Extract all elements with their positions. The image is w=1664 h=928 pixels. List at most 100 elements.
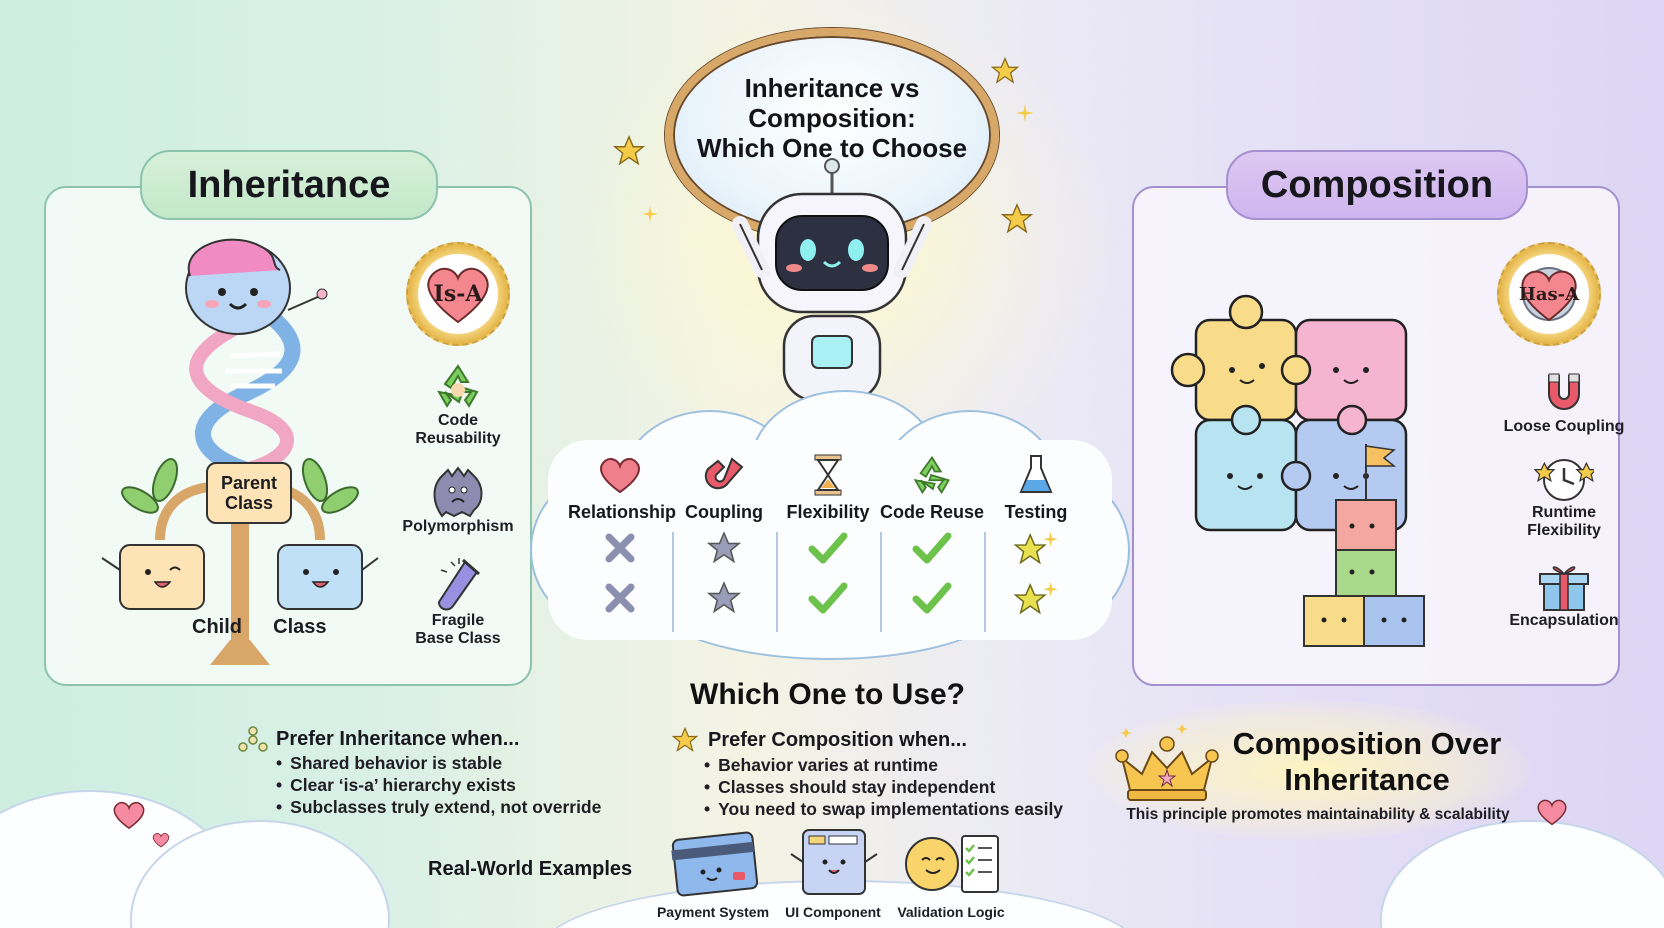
- compare-col-coupling: Coupling: [672, 450, 776, 632]
- hierarchy-icon: [238, 726, 268, 752]
- prefer-composition-item: Behavior varies at runtime: [704, 754, 1063, 776]
- compare-header: Relationship: [568, 502, 677, 522]
- real-world-examples-label: Real-World Examples: [428, 858, 633, 880]
- heart-icon: [600, 458, 640, 494]
- prefer-composition-section: Prefer Composition when... Behavior vari…: [670, 726, 1063, 820]
- hourglass-icon: [814, 454, 842, 496]
- child-class-label: Child Class: [192, 616, 327, 639]
- dna-helix-mascot-icon: [185, 238, 328, 476]
- gift-box-icon: [1539, 566, 1589, 611]
- prefer-inheritance-item: Shared behavior is stable: [276, 752, 601, 774]
- compare-header: Flexibility: [786, 502, 870, 522]
- prefer-composition-heading: Prefer Composition when...: [708, 728, 967, 751]
- compare-header: Code Reuse: [880, 502, 985, 522]
- check-icon: [808, 582, 848, 614]
- star-icon: [1000, 203, 1034, 234]
- child-label-1: Child: [192, 616, 242, 638]
- motto-title-line-2: Inheritance: [1284, 762, 1450, 797]
- comparison-table: Relationship Coupling Flexibility Code R…: [568, 450, 1088, 632]
- which-heading: Which One to Use?: [690, 678, 966, 711]
- recycle-icon: [437, 364, 479, 408]
- feature-runtime-flexibility: Runtime Flexibility: [1484, 452, 1644, 540]
- feature-label: Runtime: [1532, 504, 1596, 521]
- parent-class-label-1: Parent: [220, 473, 278, 493]
- example-payment-system: Payment System: [648, 828, 778, 920]
- check-icon: [912, 532, 952, 564]
- flask-icon: [1019, 455, 1053, 493]
- compare-header: Coupling: [685, 502, 763, 522]
- parent-class-label-2: Class: [224, 493, 274, 513]
- ui-window-icon: [790, 829, 878, 895]
- feature-loose-coupling: Loose Coupling: [1484, 366, 1644, 436]
- prefer-inheritance-section: Prefer Inheritance when... Shared behavi…: [238, 726, 601, 818]
- child-label-2: Class: [273, 616, 327, 638]
- feature-code-reusability: Code Reusability: [393, 360, 523, 448]
- compare-col-flexibility: Flexibility: [776, 450, 880, 632]
- motto-title-line-1: Composition Over: [1232, 726, 1502, 761]
- prefer-inheritance-item: Clear ‘is-a’ hierarchy exists: [276, 774, 601, 796]
- title-line-1: Inheritance vs: [744, 73, 920, 103]
- check-icon: [808, 532, 848, 564]
- clock-icon: [1534, 459, 1594, 501]
- star-gold-icon: [1013, 531, 1058, 565]
- recycle-icon: [913, 455, 950, 495]
- feature-label: Base Class: [415, 630, 501, 647]
- example-label: UI Component: [785, 904, 881, 920]
- page-title: Inheritance vs Composition: Which One to…: [697, 73, 967, 163]
- has-a-badge: Has-A: [1497, 242, 1601, 346]
- compare-col-testing: Testing: [984, 450, 1088, 632]
- feature-encapsulation: Encapsulation: [1484, 560, 1644, 630]
- feature-label: Code: [438, 412, 478, 429]
- checklist-icon: [905, 835, 999, 893]
- star-gold-icon: [1013, 581, 1058, 615]
- feature-label: Reusability: [415, 430, 501, 447]
- prefer-inheritance-item: Subclasses truly extend, not override: [276, 796, 601, 818]
- heart-icon: [427, 267, 489, 324]
- check-icon: [912, 582, 952, 614]
- stacked-blocks-icon: [1303, 444, 1425, 647]
- feature-polymorphism: Polymorphism: [393, 466, 523, 536]
- crown-icon: [1115, 724, 1219, 801]
- feature-label: Polymorphism: [402, 518, 514, 535]
- is-a-label: Is-A: [433, 281, 483, 307]
- background-cloud: [1380, 820, 1664, 928]
- compare-header: Testing: [1004, 502, 1068, 522]
- cross-icon: [605, 533, 635, 563]
- motto-title: Composition Over Inheritance: [1232, 726, 1502, 798]
- example-label: Payment System: [656, 904, 770, 920]
- prefer-composition-item: You need to swap implementations easily: [704, 798, 1063, 820]
- robot-mascot-icon: [732, 158, 932, 402]
- prefer-inheritance-heading: Prefer Inheritance when...: [276, 727, 520, 750]
- feature-label: Flexibility: [1527, 522, 1601, 539]
- example-validation-logic: Validation Logic: [886, 828, 1016, 920]
- compare-col-code-reuse: Code Reuse: [880, 450, 985, 632]
- sparkle-icon: [1016, 104, 1034, 122]
- feature-label: Loose Coupling: [1503, 418, 1625, 435]
- heart-icon: [152, 833, 170, 848]
- is-a-badge: Is-A: [406, 242, 510, 346]
- star-icon: [990, 56, 1020, 84]
- broken-vial-icon: [437, 558, 480, 611]
- inheritance-heading: Inheritance: [140, 150, 438, 220]
- example-label: Validation Logic: [897, 904, 1005, 920]
- feature-label: Encapsulation: [1509, 612, 1619, 629]
- heart-gear-icon: [1521, 267, 1577, 322]
- credit-card-icon: [671, 831, 759, 897]
- magnet-icon: [1548, 373, 1580, 410]
- sparkle-icon: [642, 206, 658, 222]
- composition-heading: Composition: [1226, 150, 1528, 220]
- feature-fragile-base-class: Fragile Base Class: [393, 558, 523, 648]
- prefer-composition-item: Classes should stay independent: [704, 776, 1063, 798]
- star-icon: [671, 726, 699, 752]
- star-gray-icon: [706, 581, 742, 614]
- star-gray-icon: [706, 531, 742, 564]
- motto-subtitle: This principle promotes maintainability …: [1126, 806, 1510, 823]
- compare-col-relationship: Relationship: [568, 450, 677, 623]
- has-a-label: Has-A: [1518, 283, 1580, 305]
- star-icon: [612, 135, 646, 166]
- title-line-2: Composition:: [748, 103, 916, 133]
- feature-label: Fragile: [431, 612, 485, 629]
- example-ui-component: UI Component: [768, 828, 898, 920]
- cross-icon: [605, 583, 635, 613]
- magnet-icon: [704, 457, 744, 490]
